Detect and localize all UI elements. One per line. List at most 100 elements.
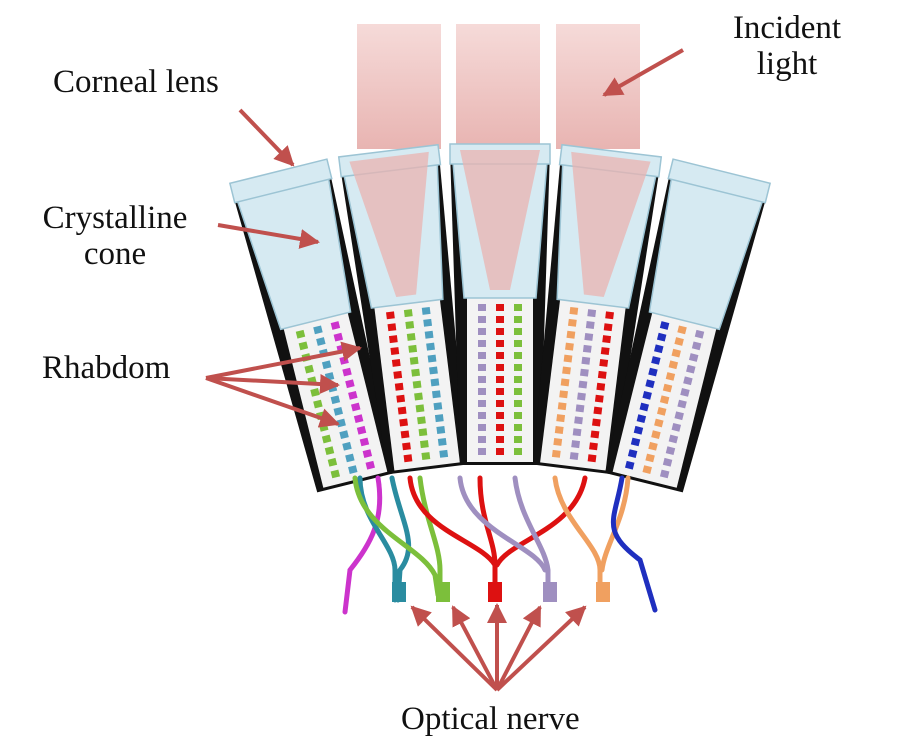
- nerve-fiber: [552, 475, 603, 601]
- rhabdom-segment: [362, 449, 373, 458]
- rhabdom-segment: [630, 437, 641, 447]
- rhabdom-segment: [414, 392, 423, 401]
- rhabdom-segment: [648, 441, 658, 451]
- rhabdom-segment: [559, 390, 569, 399]
- light-beam: [556, 24, 640, 149]
- optical-nerve-arrow: [410, 605, 499, 692]
- rhabdom-segment: [348, 465, 358, 474]
- corneal-lens: [228, 158, 333, 204]
- rhabdom-segment: [569, 306, 579, 315]
- light-beam: [357, 24, 441, 149]
- rhabdom-segment: [409, 356, 419, 365]
- nerve-terminal: [436, 582, 450, 602]
- rhabdom-arrow: [205, 376, 340, 428]
- rhabdom-segment: [599, 358, 609, 367]
- rhabdom-segment: [589, 442, 598, 451]
- rhabdom-segment: [659, 395, 670, 405]
- rhabdom-segment: [359, 437, 370, 447]
- rhabdom-segment: [431, 390, 441, 399]
- rhabdom-segment: [478, 316, 486, 323]
- rhabdom-segment: [514, 352, 522, 359]
- rhabdom-segment: [659, 469, 670, 479]
- rhabdom-segment: [514, 400, 522, 407]
- rhabdom-segment: [400, 430, 410, 439]
- ommatidium: [228, 158, 395, 493]
- rhabdom-segment: [566, 330, 576, 339]
- rhabdom-segment: [496, 304, 504, 311]
- incident-light-label-line1: Incident: [732, 10, 842, 46]
- corneal-lens-label: Corneal lens: [53, 64, 219, 100]
- nerve-fiber: [477, 475, 498, 568]
- rhabdom-segment: [345, 453, 355, 463]
- optical-nerve-fibers: [342, 475, 658, 615]
- rhabdom-segment: [600, 347, 610, 355]
- incident-light-label-line2: light: [756, 46, 818, 82]
- rhabdom-arrow: [205, 341, 362, 380]
- rhabdom-segment: [342, 441, 352, 451]
- rhabdom-segment: [313, 399, 323, 409]
- rhabdom-segment: [677, 325, 687, 335]
- rhabdom-segment: [579, 368, 589, 377]
- rhabdom-segment: [419, 440, 429, 449]
- optical-nerve-arrow: [495, 605, 587, 692]
- rhabdom-segment: [496, 448, 504, 455]
- rhabdom-segment: [674, 337, 684, 346]
- rhabdom-segment: [313, 325, 323, 335]
- rhabdom-segment: [478, 328, 486, 335]
- crystalline-cone-arrow: [217, 223, 320, 249]
- rhabdom-segment: [330, 469, 341, 479]
- rhabdom-segment: [496, 364, 504, 371]
- rhabdom-segment: [671, 348, 681, 358]
- rhabdom-segment: [478, 412, 486, 419]
- rhabdom-segment: [478, 376, 486, 383]
- rhabdom-segment: [386, 311, 395, 320]
- rhabdom-segment: [424, 330, 434, 339]
- rhabdom-segment: [596, 382, 606, 391]
- rhabdom-segment: [680, 388, 690, 397]
- nerve-fiber: [417, 475, 443, 598]
- rhabdom-segment: [662, 383, 673, 393]
- rhabdom-segment: [553, 437, 563, 446]
- rhabdom-segment: [316, 337, 326, 346]
- rhabdom-segment: [327, 457, 338, 467]
- rhabdom-segment: [574, 416, 583, 425]
- corneal-lens: [667, 158, 772, 204]
- rhabdom-segment: [434, 414, 444, 423]
- rhabdom-segment: [417, 416, 426, 425]
- rhabdom-segment: [345, 379, 355, 389]
- ommatidium: [605, 158, 772, 493]
- optical-nerve-arrow: [495, 605, 542, 691]
- rhabdom-segment: [478, 304, 486, 311]
- rhabdom-segment: [514, 412, 522, 419]
- rhabdom-segment: [565, 342, 574, 351]
- rhabdom-segment: [408, 344, 418, 353]
- nerve-fiber: [357, 475, 398, 603]
- rhabdom-segment: [496, 376, 504, 383]
- rhabdom-segment: [581, 356, 591, 365]
- refracted-light-cone: [349, 151, 429, 297]
- rhabdom-segment: [478, 388, 486, 395]
- rhabdom-segment: [554, 426, 564, 434]
- rhabdom-segment: [593, 406, 603, 415]
- rhabdom-segment: [556, 414, 566, 423]
- rhabdom-segment: [402, 442, 411, 451]
- rhabdom-segment: [590, 430, 600, 439]
- rhabdom-segment: [348, 390, 358, 400]
- rhabdom-segment: [514, 448, 522, 455]
- rhabdom-segment: [656, 406, 667, 416]
- rhabdom-segment: [356, 425, 367, 435]
- rhabdom-segment: [304, 364, 314, 374]
- rhabdom-segment: [645, 453, 655, 463]
- rhabdom-segment: [514, 388, 522, 395]
- rhabdom-arrow: [205, 374, 340, 395]
- rhabdom-segment: [496, 352, 504, 359]
- rhabdom-segment: [478, 400, 486, 407]
- rhabdom-segment: [399, 418, 408, 427]
- rhabdom-segment: [437, 437, 447, 446]
- rhabdom-segment: [496, 436, 504, 443]
- rhabdom-segment: [662, 457, 673, 467]
- rhabdom-segment: [654, 344, 664, 354]
- rhabdom-segment: [429, 366, 438, 375]
- rhabdom-segment: [421, 452, 431, 460]
